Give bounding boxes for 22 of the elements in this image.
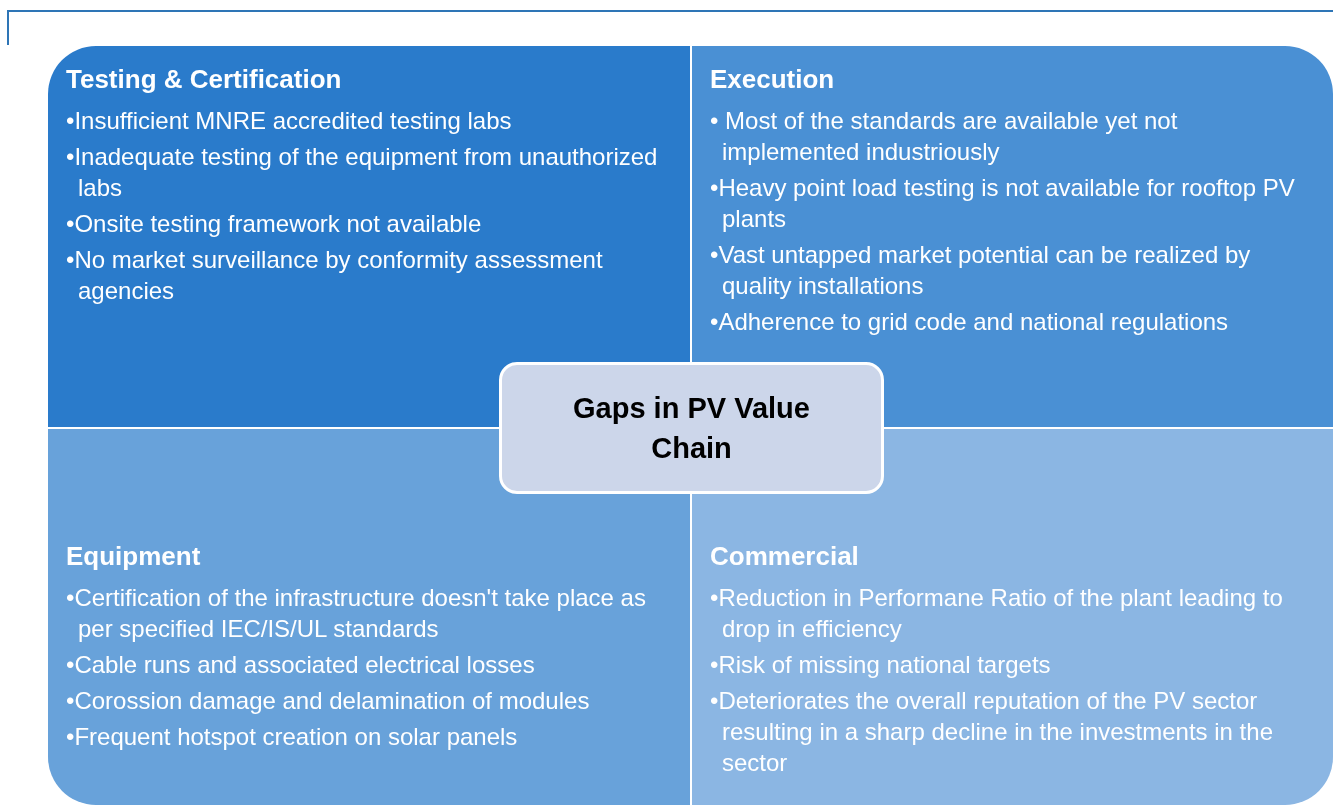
panel-heading: Commercial	[710, 541, 859, 572]
panel-heading: Equipment	[66, 541, 201, 572]
quadrant-panel	[48, 46, 690, 427]
bullet-item: •Corossion damage and delamination of modules	[66, 686, 591, 716]
center-title: Gaps in PV Value Chain	[572, 391, 811, 466]
bullet-item: •Heavy point load testing is not available for rooftop PV plants	[710, 173, 1296, 234]
bullet-item: •Adherence to grid code and national regulations	[710, 307, 1230, 337]
bullet-item: • Most of the standards are available yet not implemented industriously	[710, 106, 1179, 167]
bullet-item: •Onsite testing framework not available	[66, 209, 483, 239]
bullet-item: •Deteriorates the overall reputation of the PV sector resulting in a sharp decline in the investments in the sector	[710, 686, 1274, 778]
bullet-item: •Risk of missing national targets	[710, 650, 1052, 680]
panel-heading: Execution	[710, 64, 835, 95]
bullet-item: •No market surveillance by conformity assessment agencies	[66, 245, 604, 306]
center-box	[499, 362, 884, 494]
panel-heading: Testing & Certification	[66, 64, 342, 95]
bullet-item: •Certification of the infrastructure doesn't take place as per specified IEC/IS/UL standards	[66, 583, 647, 644]
bullet-item: •Vast untapped market potential can be realized by quality installations	[710, 240, 1252, 301]
bullet-item: •Reduction in Performane Ratio of the plant leading to drop in efficiency	[710, 583, 1284, 644]
bullet-item: •Insufficient MNRE accredited testing labs	[66, 106, 513, 136]
bullet-item: •Inadequate testing of the equipment from unauthorized labs	[66, 142, 659, 203]
bullet-item: •Cable runs and associated electrical losses	[66, 650, 536, 680]
bullet-item: •Frequent hotspot creation on solar panels	[66, 722, 519, 752]
